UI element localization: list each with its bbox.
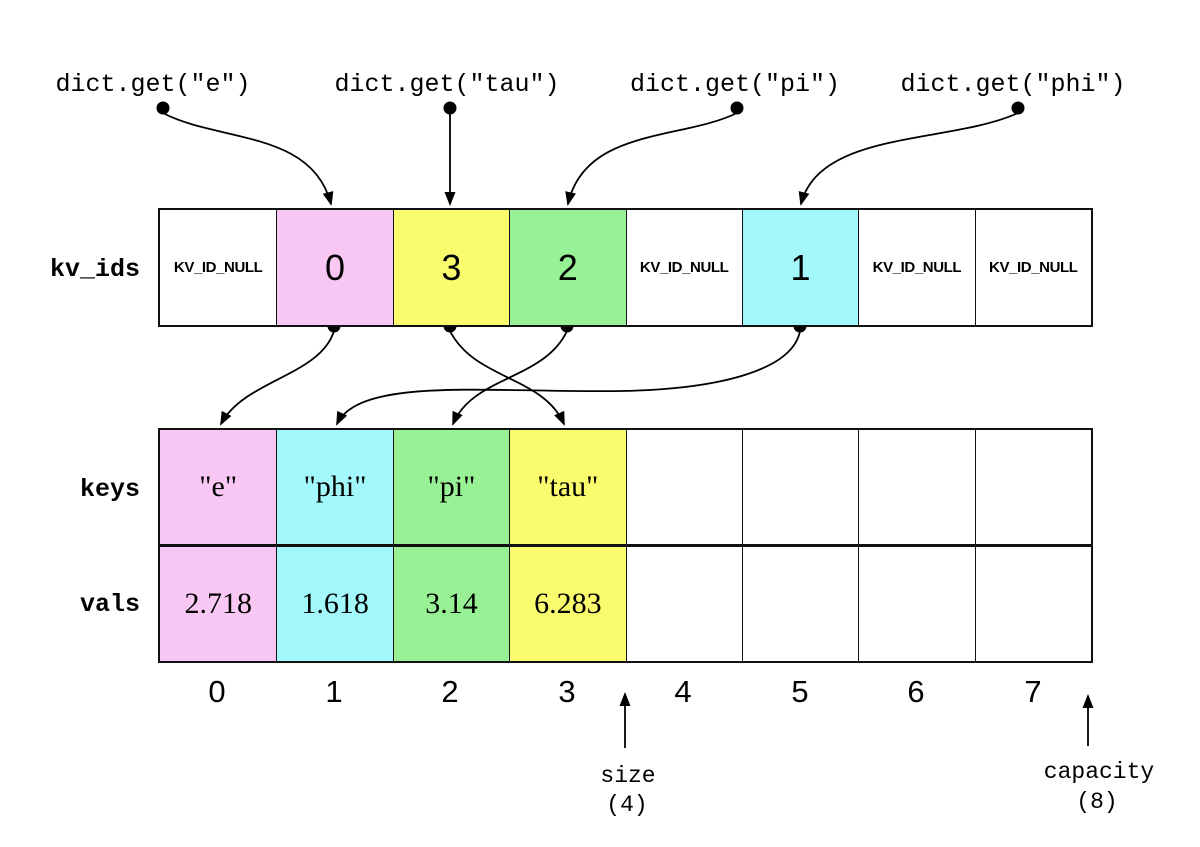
vals-cell-7 — [974, 547, 1091, 661]
index-label-2: 2 — [441, 674, 459, 709]
index-label-0: 0 — [208, 674, 226, 709]
vals-cell-4 — [625, 547, 742, 661]
kv-ids-cell-7: KV_ID_NULL — [974, 210, 1091, 325]
arrow-get-e-to-slot1 — [162, 112, 334, 206]
capacity-label: capacity — [1043, 759, 1155, 785]
arrow-id3-to-keys3 — [449, 330, 565, 426]
keys-row-label: keys — [79, 475, 140, 504]
kv-ids-cell-1: 0 — [276, 210, 393, 325]
size-value: (4) — [606, 792, 648, 818]
call-label-get-pi: dict.get("pi") — [629, 70, 841, 99]
index-label-7: 7 — [1024, 674, 1042, 709]
vals-cell-5 — [741, 547, 859, 661]
vals-row-label: vals — [79, 590, 140, 619]
kv-ids-cell-6: KV_ID_NULL — [858, 210, 975, 325]
keys-cell-6 — [858, 430, 975, 544]
kv-ids-cell-3: 2 — [509, 210, 626, 325]
keys-cell-1: "phi" — [276, 430, 393, 544]
capacity-value: (8) — [1076, 789, 1118, 815]
get-tau-dot — [443, 101, 457, 115]
call-label-get-tau: dict.get("tau") — [334, 70, 560, 99]
keys-cell-0: "e" — [160, 430, 277, 544]
index-label-5: 5 — [791, 674, 809, 709]
index-label-4: 4 — [674, 674, 692, 709]
vals-cell-3: 6.283 — [509, 547, 626, 661]
index-label-1: 1 — [325, 674, 343, 709]
keys-array: "e" "phi" "pi" "tau" — [158, 428, 1093, 546]
index-label-6: 6 — [907, 674, 925, 709]
call-label-get-e: dict.get("e") — [55, 70, 251, 99]
keys-cell-5 — [741, 430, 859, 544]
vals-cell-6 — [858, 547, 975, 661]
keys-cell-4 — [625, 430, 742, 544]
get-phi-dot — [1011, 101, 1025, 115]
kv-ids-row-label: kv_ids — [49, 255, 140, 284]
get-e-dot — [156, 101, 170, 115]
get-pi-dot — [730, 101, 744, 115]
vals-cell-2: 3.14 — [392, 547, 510, 661]
vals-array: 2.718 1.618 3.14 6.283 — [158, 545, 1093, 663]
keys-cell-3: "tau" — [509, 430, 626, 544]
call-label-get-phi: dict.get("phi") — [900, 70, 1126, 99]
kv-ids-cell-0: KV_ID_NULL — [160, 210, 277, 325]
kv-ids-cell-2: 3 — [392, 210, 510, 325]
arrow-id0-to-keys0 — [220, 330, 335, 426]
vals-cell-0: 2.718 — [160, 547, 277, 661]
keys-cell-2: "pi" — [392, 430, 510, 544]
index-label-3: 3 — [558, 674, 576, 709]
kv-ids-array: KV_ID_NULL 0 3 2 KV_ID_NULL 1 KV_ID_NULL… — [158, 208, 1093, 327]
vals-cell-1: 1.618 — [276, 547, 393, 661]
arrow-id2-to-keys2 — [452, 330, 568, 426]
arrow-get-phi-to-slot5 — [798, 112, 1019, 206]
kv-ids-cell-5: 1 — [741, 210, 859, 325]
arrow-id1-to-keys1 — [336, 330, 801, 426]
arrow-get-pi-to-slot3 — [565, 112, 738, 206]
size-label: size — [600, 763, 656, 789]
keys-cell-7 — [974, 430, 1091, 544]
kv-ids-cell-4: KV_ID_NULL — [625, 210, 742, 325]
